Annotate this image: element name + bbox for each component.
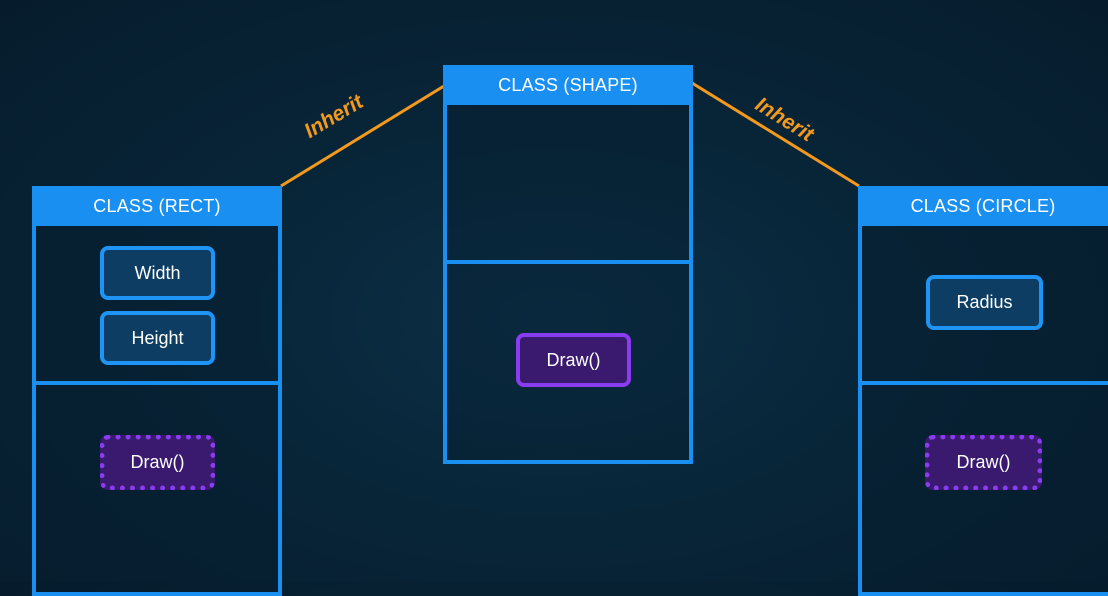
class-shape-title: CLASS (SHAPE) (443, 65, 693, 105)
inheritance-connectors (280, 81, 860, 188)
class-circle: CLASS (CIRCLE) Radius Draw() (858, 186, 1108, 596)
class-rect-field-height: Height (100, 311, 215, 365)
class-rect-title: CLASS (RECT) (32, 186, 282, 226)
class-rect-field-width: Width (100, 246, 215, 300)
class-circle-divider (862, 381, 1108, 385)
edge-rect-to-shape (280, 84, 445, 188)
class-rect: CLASS (RECT) Width Height Draw() (32, 186, 282, 596)
class-shape: CLASS (SHAPE) Draw() (443, 65, 693, 464)
class-circle-title: CLASS (CIRCLE) (858, 186, 1108, 226)
edge-circle-to-shape (691, 81, 860, 188)
class-shape-draw-method: Draw() (516, 333, 631, 387)
class-shape-divider (447, 260, 689, 264)
class-rect-draw-method: Draw() (100, 435, 215, 490)
class-circle-field-radius: Radius (926, 275, 1043, 330)
class-circle-draw-method: Draw() (925, 435, 1042, 490)
class-diagram: Inherit Inherit CLASS (SHAPE) Draw() CLA… (32, 65, 1108, 596)
class-rect-divider (36, 381, 278, 385)
